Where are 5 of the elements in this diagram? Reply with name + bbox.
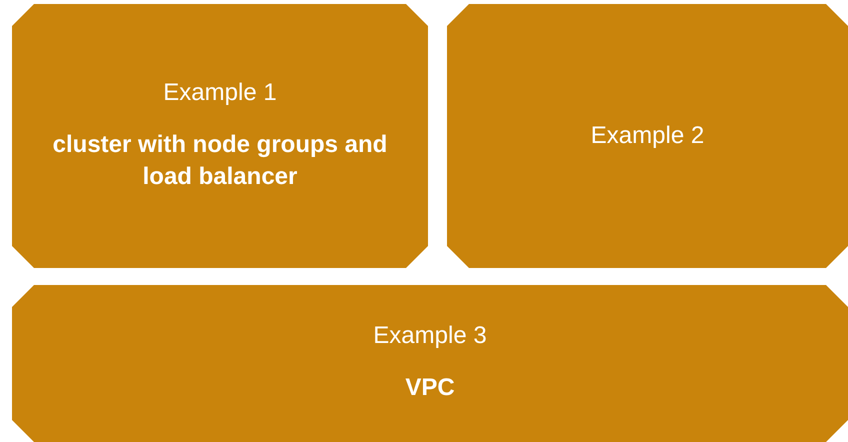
box-heading: Example 1 [163, 78, 277, 107]
box-heading: Example 3 [373, 322, 487, 350]
box-heading: Example 2 [590, 122, 704, 150]
box-text: VPC [405, 373, 455, 404]
box-text: cluster with node groups and load balancer [52, 130, 388, 192]
